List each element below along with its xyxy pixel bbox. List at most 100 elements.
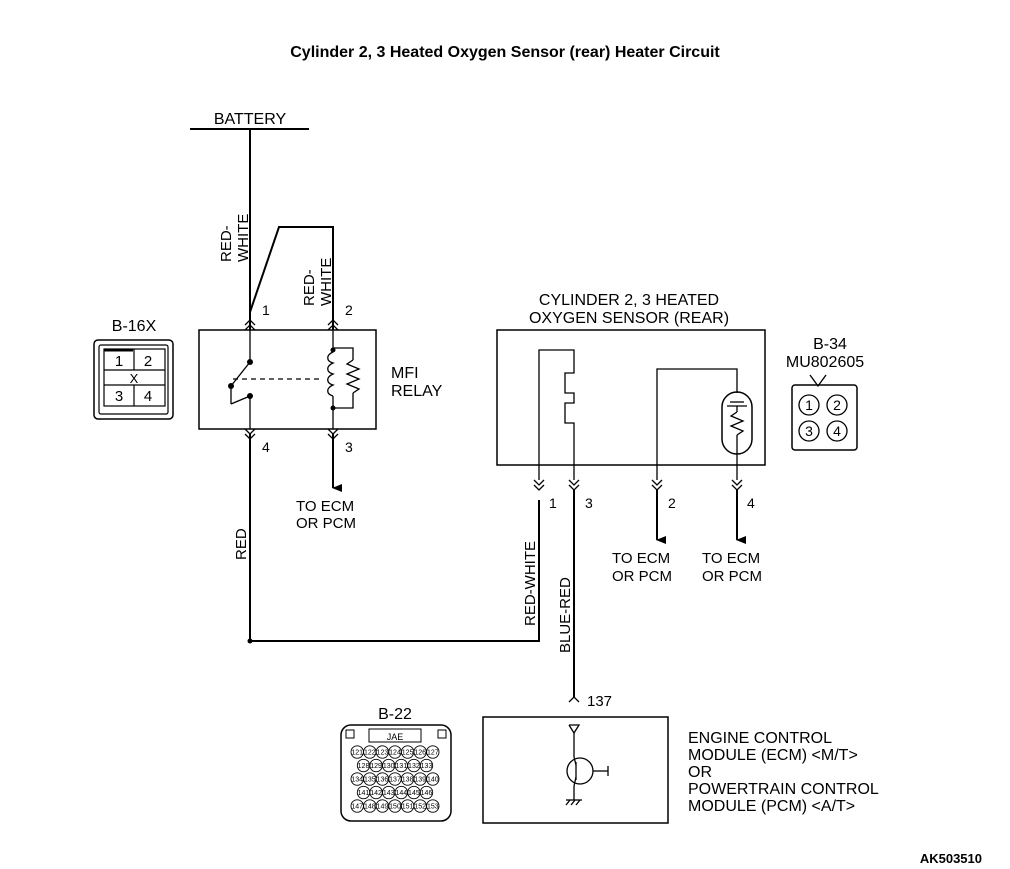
b22-pin-label: 130 (383, 763, 395, 770)
wire-label-blue-red: BLUE-RED (557, 577, 574, 653)
relay-to-ecm-line1: TO ECM (296, 498, 354, 515)
relay-label-mfi: MFI (391, 365, 419, 382)
b22-pin (426, 772, 440, 786)
b22-pin-label: 151 (402, 804, 414, 811)
sensor-pin4-to-ecm-line2: OR PCM (702, 568, 762, 585)
b22-pin-label: 141 (358, 790, 370, 797)
b16x-name: B-16X (112, 318, 157, 335)
b16x-cell-2: 2 (144, 353, 152, 370)
sensor-connector-marks (533, 479, 743, 491)
b22-pin-label: 146 (421, 790, 433, 797)
b22-pin (419, 758, 434, 773)
svg-text:WHITE: WHITE (235, 214, 252, 262)
sensor-label-line1: CYLINDER 2, 3 HEATED (539, 292, 719, 309)
ecm-label: ENGINE CONTROL MODULE (ECM) <M/T> OR POW… (688, 730, 879, 815)
b16x-cell-4: 4 (144, 388, 152, 405)
sensor-pin-2: 2 (668, 495, 676, 511)
b22-pin-label: 123 (377, 750, 389, 757)
sensor-pin2-to-ecm-line2: OR PCM (612, 568, 672, 585)
connector-b16x: B-16X 1 2 X 3 4 (93, 318, 174, 420)
b22-pin (426, 799, 440, 813)
sensor-heater-element (656, 368, 753, 480)
b22-pin-label: 129 (370, 763, 382, 770)
b22-pin-label: 148 (364, 804, 376, 811)
b22-pin-label: 128 (358, 763, 370, 770)
b22-pin-label: 140 (427, 777, 439, 784)
ecm-terminal-mark (568, 696, 580, 703)
b22-pin (426, 745, 440, 759)
b16x-cell-3: 3 (115, 388, 123, 405)
b22-pin-label: 125 (402, 750, 414, 757)
relay-pin-4: 4 (262, 439, 270, 455)
b22-pin-label: 132 (408, 763, 420, 770)
ecm-transistor (565, 724, 609, 806)
b22-pin-label: 139 (414, 777, 426, 784)
svg-text:ENGINE CONTROL: ENGINE CONTROL (688, 730, 832, 747)
b34-cell-3: 3 (805, 423, 813, 439)
sensor-pin2-to-ecm-line1: TO ECM (612, 550, 670, 567)
sensor-pin-1: 1 (549, 495, 557, 511)
relay-coil (327, 330, 361, 429)
b22-pin-label: 124 (389, 750, 401, 757)
b22-pin-label: 121 (351, 750, 363, 757)
b22-pin-label: 145 (408, 790, 420, 797)
b22-header: JAE (387, 732, 404, 742)
b22-pin-label: 152 (414, 804, 426, 811)
figure-id: AK503510 (920, 851, 982, 866)
relay-to-ecm-line2: OR PCM (296, 515, 356, 532)
svg-text:POWERTRAIN CONTROL: POWERTRAIN CONTROL (688, 781, 879, 798)
b16x-cell-1: 1 (115, 353, 123, 370)
svg-text:MODULE (ECM) <M/T>: MODULE (ECM) <M/T> (688, 747, 858, 764)
svg-text:OR: OR (688, 764, 712, 781)
b22-name: B-22 (378, 706, 412, 723)
sensor-pin4-to-ecm-line1: TO ECM (702, 550, 760, 567)
b22-pin-label: 142 (370, 790, 382, 797)
b34-cell-2: 2 (833, 397, 841, 413)
red-wire (249, 434, 540, 642)
b22-pin-label: 153 (427, 804, 439, 811)
sensor-pin-3: 3 (585, 495, 593, 511)
b22-pin-label: 127 (427, 750, 439, 757)
sensor-label-line2: OXYGEN SENSOR (REAR) (529, 310, 729, 327)
b22-pin-label: 149 (377, 804, 389, 811)
b34-cell-1: 1 (805, 397, 813, 413)
relay-switch-contacts (228, 330, 323, 429)
diagram-title: Cylinder 2, 3 Heated Oxygen Sensor (rear… (290, 44, 720, 61)
b22-pin-label: 133 (421, 763, 433, 770)
b16x-center-mark: X (130, 371, 139, 386)
relay-pin-1: 1 (262, 302, 270, 318)
b22-pin-label: 137 (389, 777, 401, 784)
b34-name: B-34 (813, 336, 847, 353)
b22-pin-label: 150 (389, 804, 401, 811)
relay-pin-3: 3 (345, 439, 353, 455)
svg-text:WHITE: WHITE (318, 258, 335, 306)
relay-label-relay: RELAY (391, 383, 443, 400)
sensor-element (538, 349, 575, 480)
b22-pin-label: 131 (395, 763, 407, 770)
relay-jumper-wire (249, 226, 334, 330)
wire-label-red-white-sensor: RED-WHITE (522, 541, 539, 626)
b22-pin (419, 785, 434, 800)
connector-b34: B-34 MU802605 1 2 3 4 (786, 336, 864, 451)
b22-pin-label: 135 (364, 777, 376, 784)
battery-label: BATTERY (214, 111, 287, 128)
b34-cell-4: 4 (833, 423, 841, 439)
b22-pin-label: 138 (402, 777, 414, 784)
b22-pin-label: 147 (351, 804, 363, 811)
sensor-pin-4: 4 (747, 495, 755, 511)
b22-pin-label: 143 (383, 790, 395, 797)
b22-pin-label: 136 (377, 777, 389, 784)
b22-pin-label: 144 (395, 790, 407, 797)
b22-pin-label: 134 (351, 777, 363, 784)
wire-label-red-white-left: RED- (218, 225, 235, 262)
b22-pin-label: 126 (414, 750, 426, 757)
ecm-terminal-137: 137 (587, 693, 612, 710)
svg-text:MODULE (PCM) <A/T>: MODULE (PCM) <A/T> (688, 798, 855, 815)
oxygen-sensor-box (496, 329, 766, 466)
b22-pin-label: 122 (364, 750, 376, 757)
relay-pin-2: 2 (345, 302, 353, 318)
b34-part-number: MU802605 (786, 354, 864, 371)
